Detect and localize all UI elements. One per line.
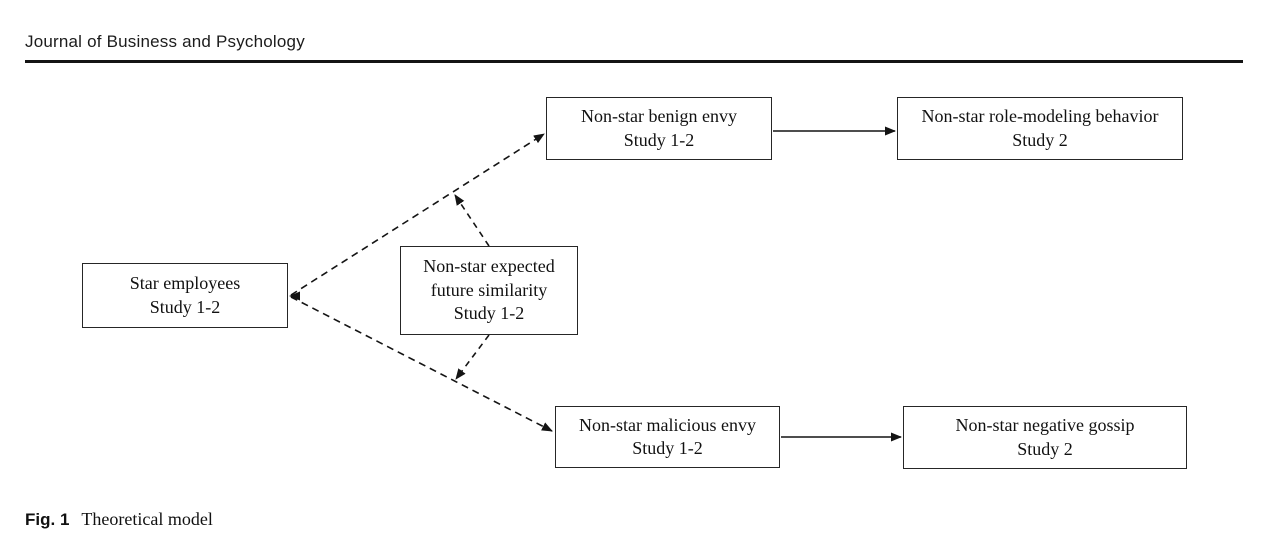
- path-star-to-malicious-envy: [290, 296, 553, 432]
- node-non-star-expected-future-similarity: Non-star expected future similarity Stud…: [400, 246, 578, 335]
- node-study: Study 1-2: [632, 438, 703, 458]
- node-label: Star employees: [129, 273, 241, 294]
- path-star-to-benign-envy: [290, 133, 545, 296]
- node-label: Non-star benign envy: [581, 106, 737, 127]
- node-non-star-negative-gossip: Non-star negative gossip Study 2: [903, 406, 1187, 469]
- node-study: Study 1-2: [149, 296, 221, 317]
- node-study: Study 1-2: [623, 129, 695, 150]
- node-non-star-benign-envy: Non-star benign envy Study 1-2: [546, 97, 772, 160]
- journal-header: Journal of Business and Psychology: [25, 32, 305, 51]
- node-study: Study 2: [1012, 129, 1068, 150]
- node-non-star-role-modeling-behavior: Non-star role-modeling behavior Study 2: [897, 97, 1183, 160]
- node-study: Study 1-2: [453, 303, 525, 324]
- path-similarity-to-lower-path: [455, 334, 490, 380]
- node-label: Non-star expected future similarity: [423, 256, 555, 300]
- node-non-star-malicious-envy: Non-star malicious envy Study 1-2: [555, 406, 780, 468]
- node-study: Study 2: [1017, 438, 1073, 459]
- figure-caption-text: Theoretical model: [81, 509, 213, 529]
- node-label: Non-star negative gossip: [955, 415, 1135, 436]
- node-star-employees: Star employees Study 1-2: [82, 263, 288, 328]
- path-similarity-to-upper-path: [454, 194, 490, 247]
- header-rule: [25, 60, 1243, 63]
- node-label: Non-star malicious envy: [579, 414, 756, 435]
- figure-caption-label: Fig. 1: [25, 510, 70, 529]
- figure-caption: Fig. 1 Theoretical model: [25, 509, 213, 530]
- node-label: Non-star role-modeling behavior: [921, 106, 1159, 127]
- arrowhead-at-star-employees: [289, 291, 300, 301]
